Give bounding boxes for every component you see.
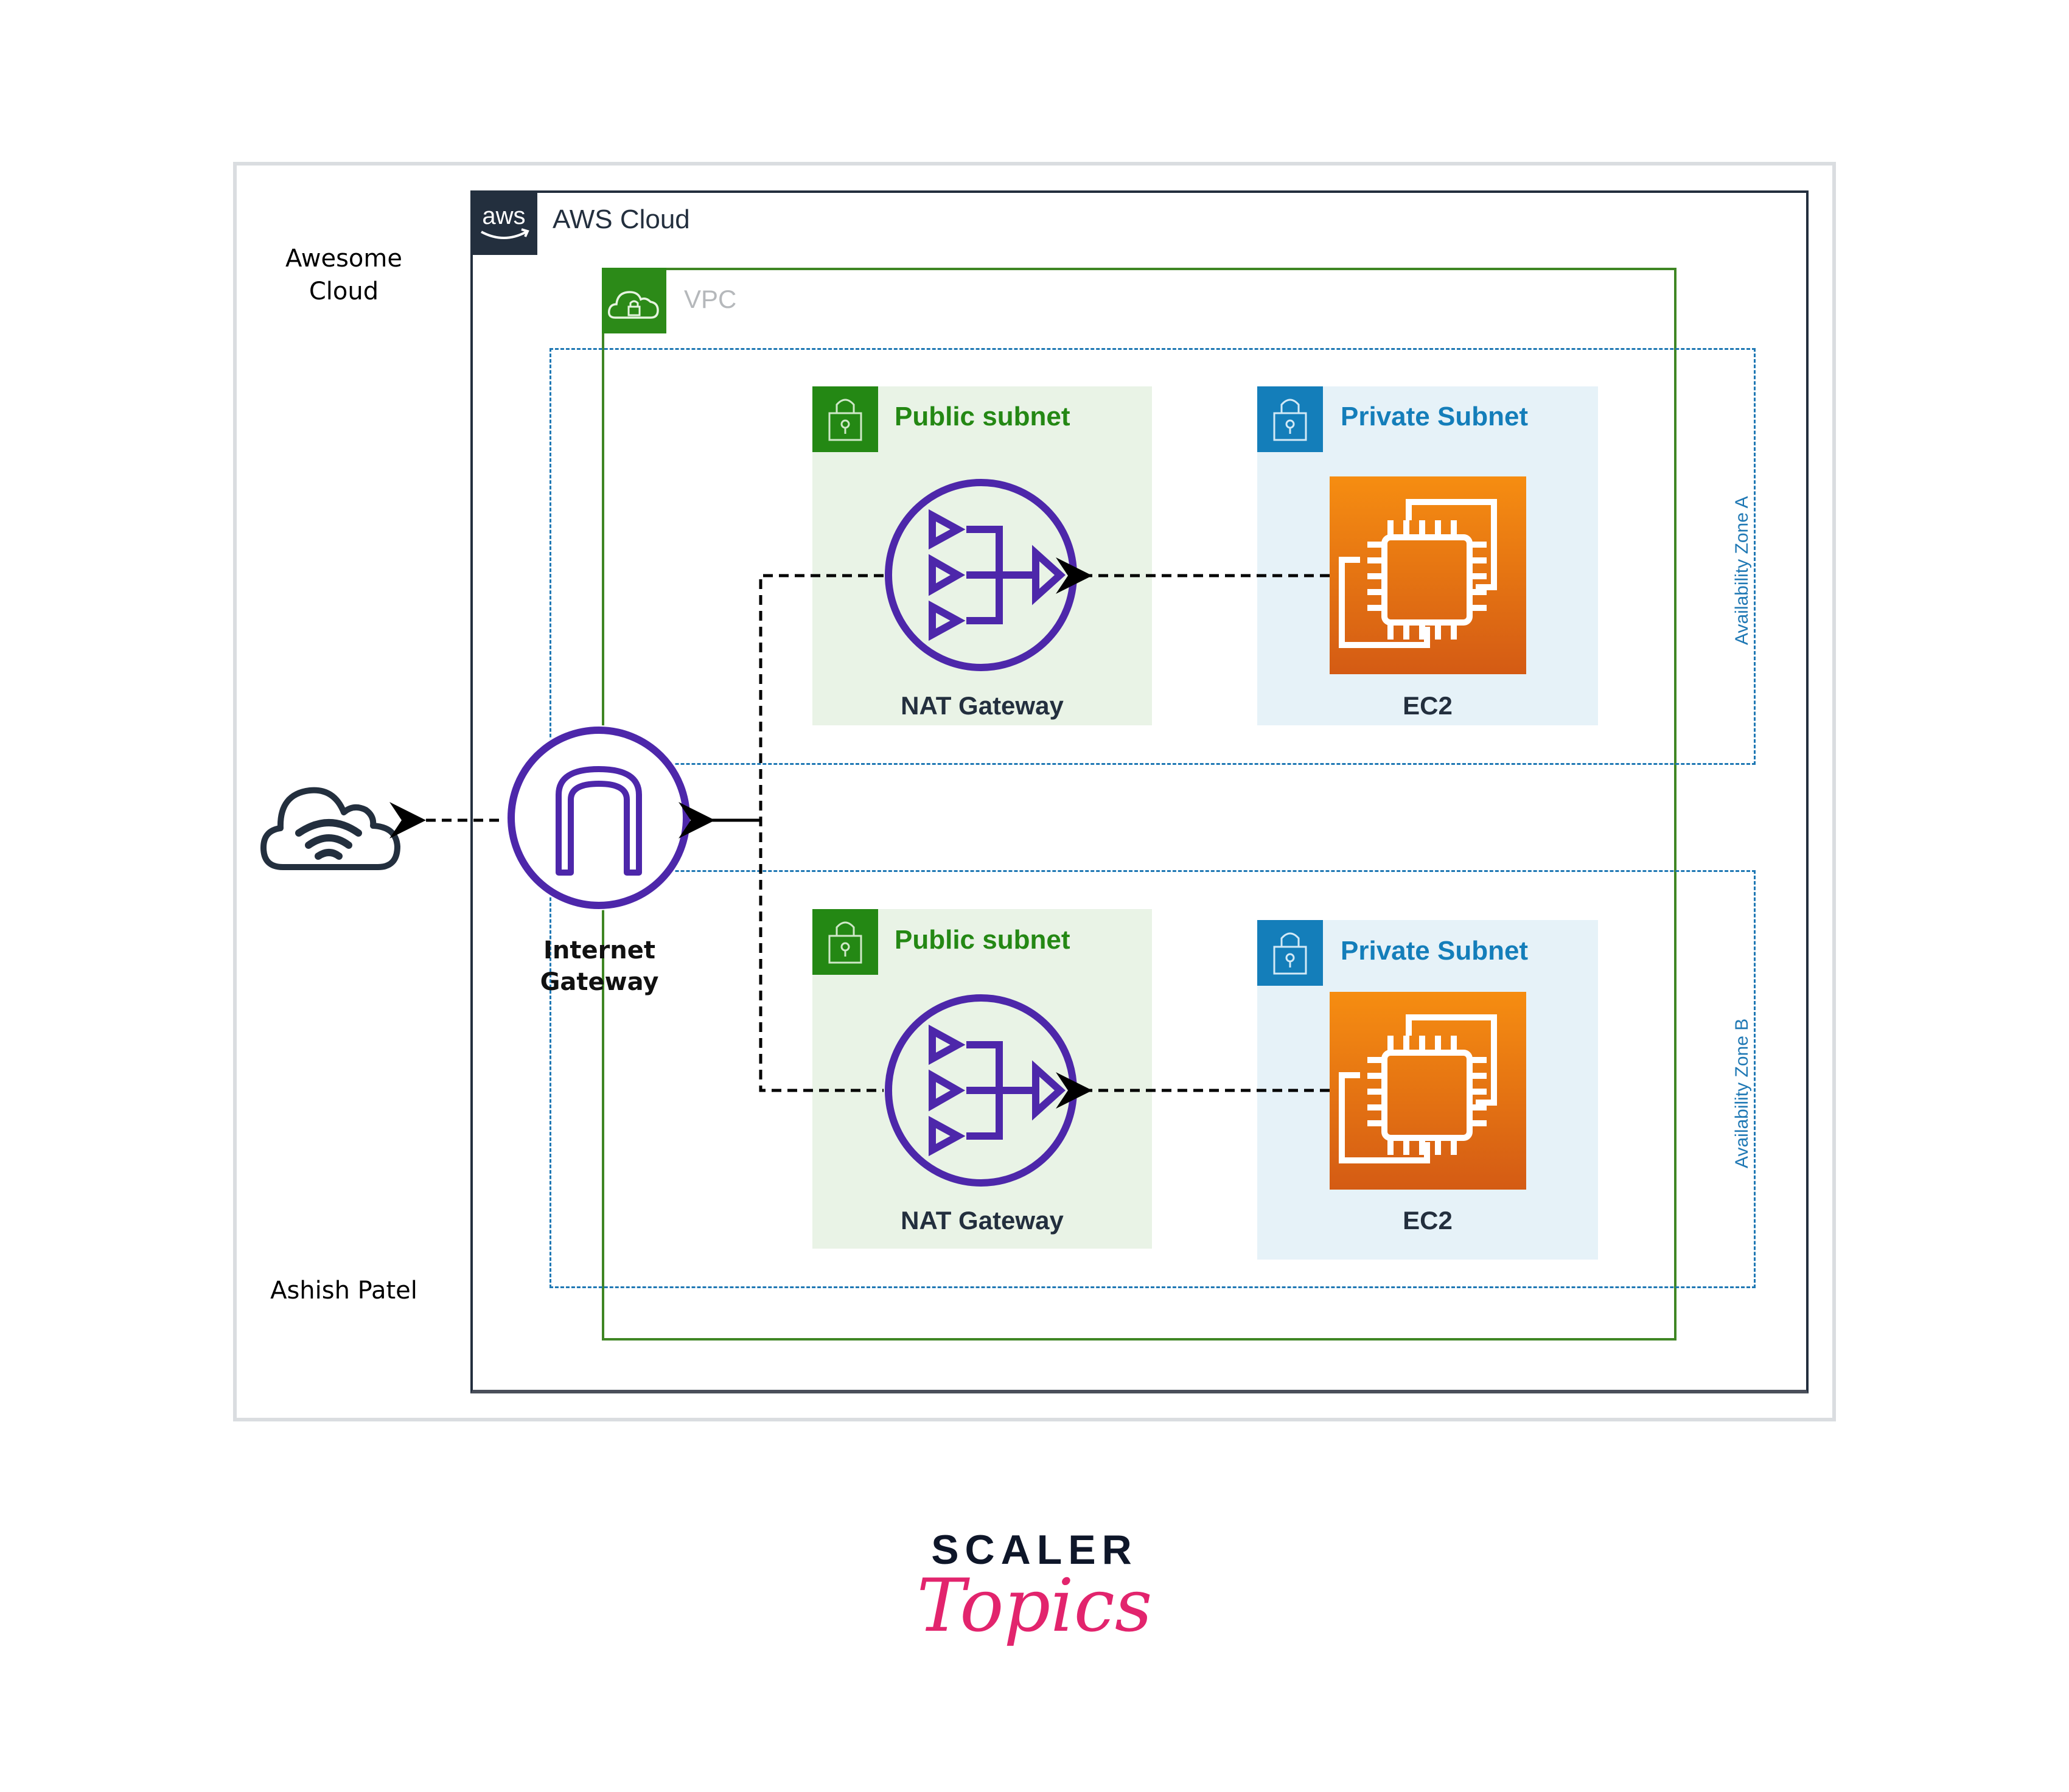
internet-gateway-label-line1: Internet	[543, 936, 656, 964]
connector-nat-to-igw	[759, 574, 884, 1092]
brand-topics: Topics	[916, 1564, 1153, 1648]
author-label: Ashish Patel	[270, 1277, 417, 1305]
availability-zone-a	[550, 348, 1756, 765]
nat-gateway-icon[interactable]	[884, 993, 1078, 1188]
aws-cloud-label: AWS Cloud	[553, 204, 690, 234]
brand-scaler: SCALER	[931, 1527, 1138, 1573]
internet-gateway-label: Internet Gateway	[523, 935, 675, 998]
nat-gateway-b-label: NAT Gateway	[901, 1206, 1064, 1235]
public-subnet-a-title: Public subnet	[895, 402, 1070, 431]
svg-text:aws: aws	[482, 203, 525, 229]
nat-gateway-icon[interactable]	[884, 478, 1078, 672]
lock-icon	[812, 386, 878, 452]
diagram-title: Awesome Cloud	[262, 242, 426, 308]
lock-icon	[1257, 386, 1323, 452]
vpc-label: VPC	[684, 285, 737, 313]
ec2-chip-icon[interactable]	[1330, 476, 1526, 674]
private-subnet-a-title: Private Subnet	[1341, 402, 1529, 431]
lock-icon	[1257, 920, 1323, 986]
diagram-title-line1: Awesome	[285, 245, 402, 273]
aws-cloud-group	[470, 190, 1809, 1393]
ec2-chip-icon[interactable]	[1330, 992, 1526, 1190]
public-subnet-b-title: Public subnet	[895, 925, 1070, 955]
private-subnet-b-title: Private Subnet	[1341, 936, 1529, 966]
nat-gateway-a-label: NAT Gateway	[901, 691, 1064, 720]
ec2-a-label: EC2	[1403, 691, 1453, 720]
diagram-title-line2: Cloud	[309, 277, 379, 305]
cloud-lock-icon	[602, 268, 666, 333]
lock-icon	[812, 909, 878, 975]
internet-gateway-label-line2: Gateway	[540, 968, 659, 996]
ec2-b-label: EC2	[1403, 1206, 1453, 1235]
aws-logo-icon: aws	[470, 190, 537, 255]
availability-zone-b	[550, 870, 1756, 1288]
internet-gateway-icon[interactable]	[506, 725, 691, 910]
